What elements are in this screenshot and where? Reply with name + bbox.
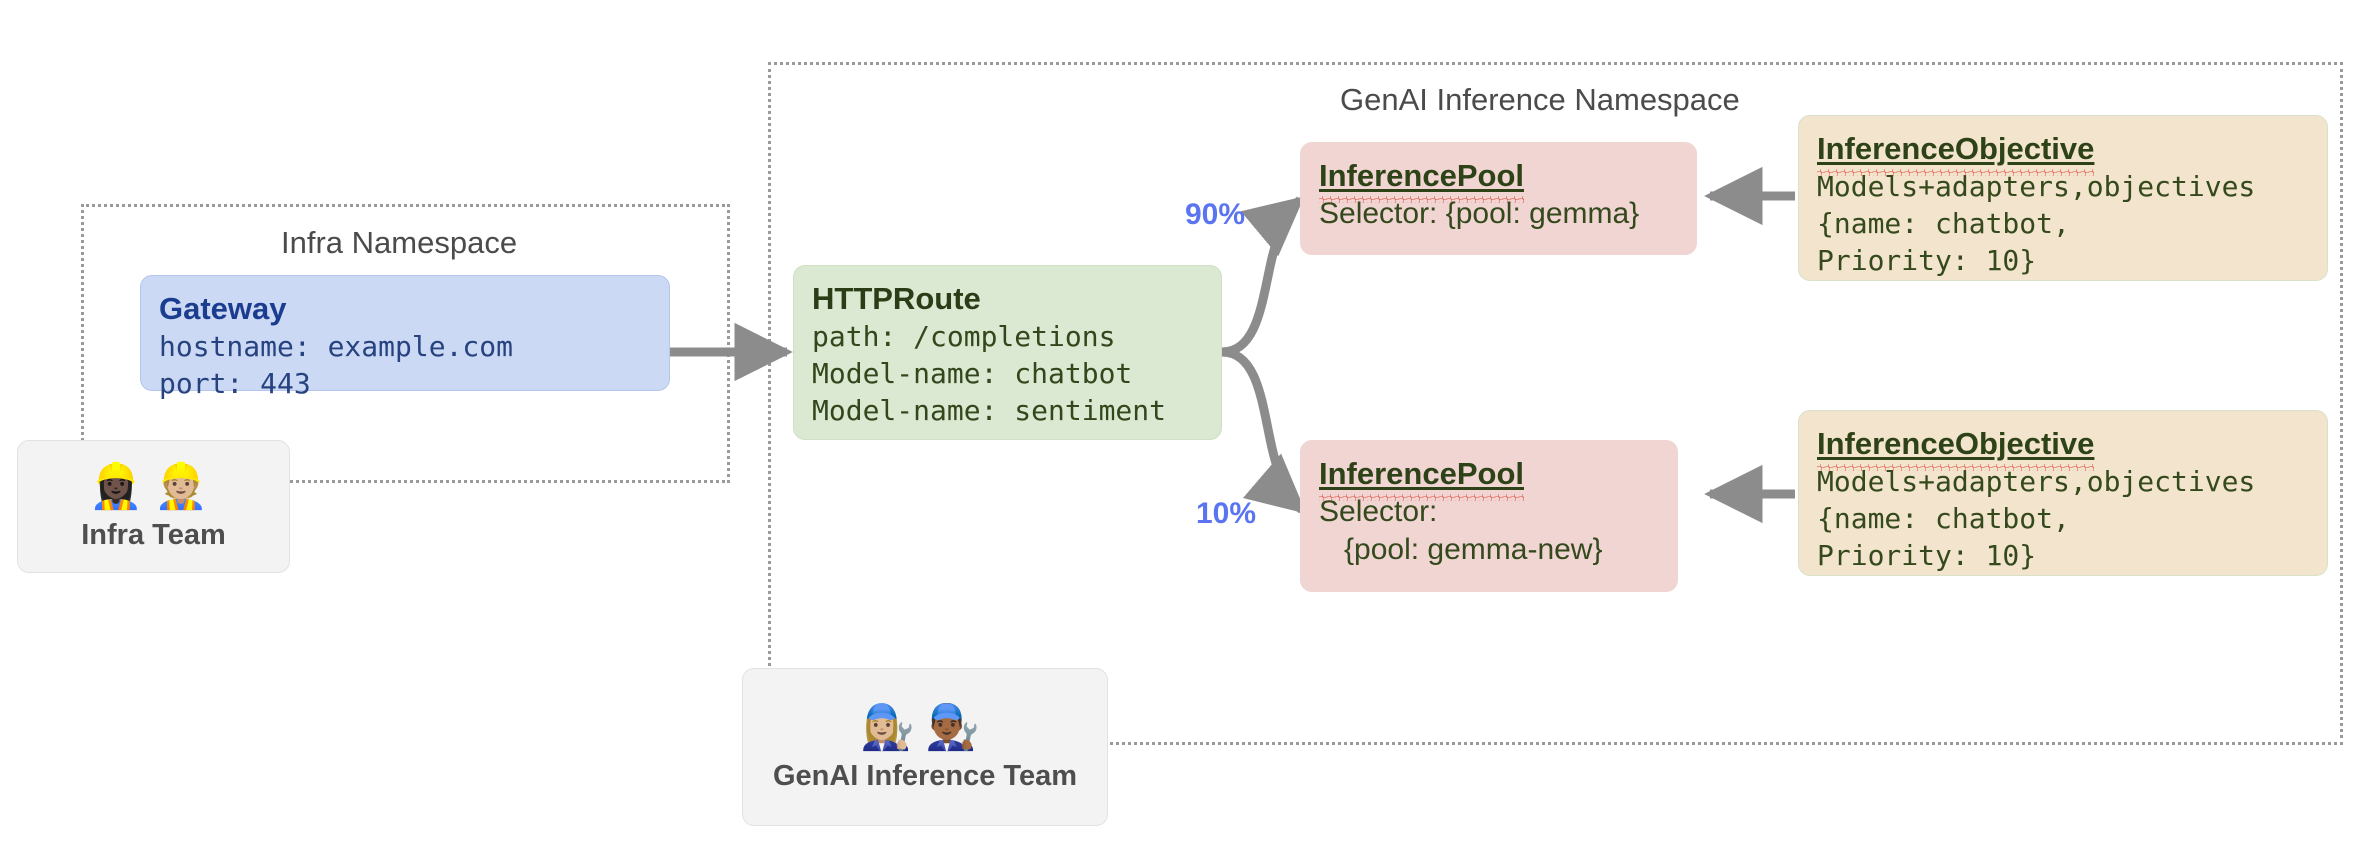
inferencepool-gemma-new-heading: InferencePool bbox=[1319, 455, 1524, 501]
infra-team-label: Infra Team bbox=[81, 519, 226, 551]
gateway-hostname: hostname: example.com bbox=[159, 330, 514, 363]
namespace-genai bbox=[768, 62, 2343, 745]
gateway-card[interactable]: Gateway hostname: example.com port: 443 bbox=[140, 275, 670, 400]
httproute-model-sentiment: Model-name: sentiment bbox=[812, 394, 1167, 427]
inferencepool-gemma-new-card[interactable]: InferencePool Selector: {pool: gemma-new… bbox=[1300, 440, 1678, 592]
httproute-heading: HTTPRoute bbox=[812, 281, 981, 316]
infra-team-avatar-icon: 👷🏿‍♀️👷🏼 bbox=[88, 461, 219, 512]
spellcheck-underline-icon bbox=[1319, 196, 1524, 203]
gateway-heading: Gateway bbox=[159, 291, 287, 326]
httproute-path: path: /completions bbox=[812, 320, 1116, 353]
inferenceobjective-top-name: {name: chatbot, bbox=[1817, 207, 2070, 240]
spellcheck-underline-icon bbox=[1817, 169, 2095, 176]
inferencepool-gemma-card[interactable]: InferencePool Selector: {pool: gemma} bbox=[1300, 142, 1697, 255]
genai-team-label: GenAI Inference Team bbox=[772, 759, 1078, 792]
weight-label-10: 10% bbox=[1196, 497, 1257, 530]
infra-team-chip[interactable]: 👷🏿‍♀️👷🏼 Infra Team bbox=[17, 440, 290, 573]
inferenceobjective-top-heading: InferenceObjective bbox=[1817, 130, 2095, 176]
inferenceobjective-top-priority: Priority: 10} bbox=[1817, 244, 2037, 277]
genai-team-avatar-icon: 👩🏼‍🔧👨🏾‍🔧 bbox=[860, 701, 990, 753]
namespace-infra bbox=[81, 204, 730, 483]
spellcheck-underline-icon bbox=[1319, 494, 1524, 501]
spellcheck-underline-icon bbox=[1817, 464, 2095, 471]
httproute-model-chatbot: Model-name: chatbot bbox=[812, 357, 1133, 390]
inferenceobjective-bottom-card[interactable]: InferenceObjective Models+adapters,objec… bbox=[1798, 410, 2328, 576]
gateway-port: port: 443 bbox=[159, 367, 311, 400]
inferenceobjective-bottom-heading: InferenceObjective bbox=[1817, 425, 2095, 471]
inferenceobjective-bottom-name: {name: chatbot, bbox=[1817, 502, 2070, 535]
weight-label-90: 90% bbox=[1185, 198, 1246, 231]
namespace-genai-label: GenAI Inference Namespace bbox=[1340, 82, 1740, 117]
inferenceobjective-top-card[interactable]: InferenceObjective Models+adapters,objec… bbox=[1798, 115, 2328, 281]
inferencepool-gemma-new-selector-value: {pool: gemma-new} bbox=[1319, 533, 1603, 566]
namespace-infra-label: Infra Namespace bbox=[281, 225, 518, 260]
inferenceobjective-bottom-priority: Priority: 10} bbox=[1817, 539, 2037, 572]
genai-team-chip[interactable]: 👩🏼‍🔧👨🏾‍🔧 GenAI Inference Team bbox=[742, 668, 1108, 826]
httproute-card[interactable]: HTTPRoute path: /completions Model-name:… bbox=[793, 265, 1222, 440]
inferencepool-gemma-heading: InferencePool bbox=[1319, 157, 1524, 203]
